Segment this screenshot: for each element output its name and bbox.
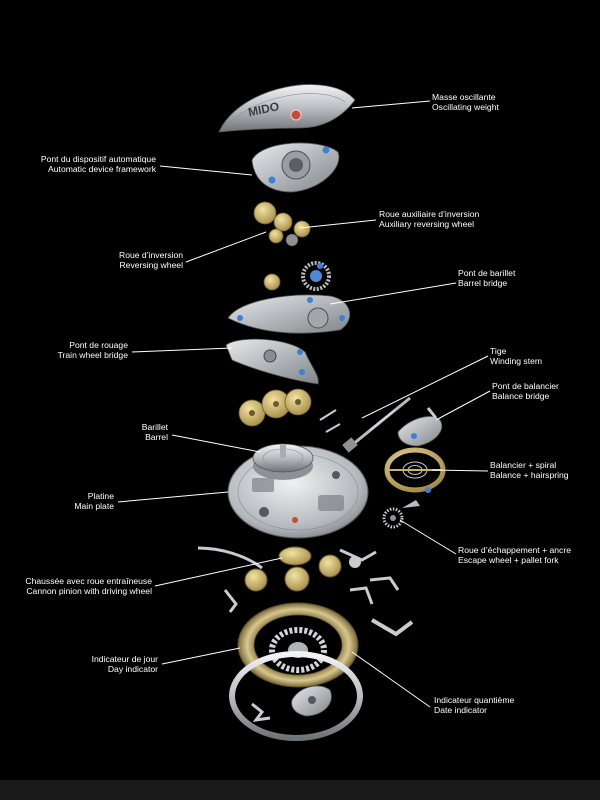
balance-hairspring bbox=[384, 447, 446, 493]
footer-bar bbox=[0, 780, 600, 800]
automatic-framework-en: Automatic device framework bbox=[48, 164, 157, 174]
reversing-wheel-fr: Roue d’inversion bbox=[119, 250, 183, 260]
train-wheel-bridge-en: Train wheel bridge bbox=[58, 350, 129, 360]
date-indicator-fr: Indicateur quantième bbox=[434, 695, 514, 705]
main-plate-en: Main plate bbox=[74, 501, 114, 511]
train-wheels bbox=[238, 388, 341, 433]
barrel-bridge-en: Barrel bridge bbox=[458, 278, 507, 288]
barrel-fr: Barillet bbox=[142, 422, 169, 432]
escape-wheel-pallet-fork bbox=[382, 500, 420, 529]
balance-bridge-fr: Pont de balancier bbox=[492, 381, 559, 391]
oscillating-weight-fr: Masse oscillante bbox=[432, 92, 496, 102]
balance-hairspring-en: Balance + hairspring bbox=[490, 470, 569, 480]
barrel-en: Barrel bbox=[145, 432, 168, 442]
reversing-wheels bbox=[253, 201, 311, 247]
reversing-wheel-en: Reversing wheel bbox=[119, 260, 183, 270]
escape-wheel-fr: Roue d’échappement + ancre bbox=[458, 545, 571, 555]
auxiliary-reversing-fr: Roue auxiliaire d’inversion bbox=[379, 209, 480, 219]
date-indicator bbox=[229, 651, 363, 741]
winding-stem-fr: Tige bbox=[490, 346, 507, 356]
day-indicator-fr: Indicateur de jour bbox=[92, 654, 159, 664]
cannon-pinion-en: Cannon pinion with driving wheel bbox=[26, 586, 152, 596]
escape-wheel-en: Escape wheel + pallet fork bbox=[458, 555, 559, 565]
day-indicator-en: Day indicator bbox=[108, 664, 158, 674]
train-wheel-bridge bbox=[225, 338, 319, 385]
barrel-bridge-fr: Pont de barillet bbox=[458, 268, 516, 278]
day-indicator bbox=[237, 602, 359, 688]
balance-hairspring-fr: Balancier + spiral bbox=[490, 460, 556, 470]
exploded-movement-diagram: MIDO bbox=[25, 84, 572, 741]
leader-lines bbox=[117, 100, 491, 708]
train-wheel-bridge-fr: Pont de rouage bbox=[69, 340, 128, 350]
oscillating-weight-en: Oscillating weight bbox=[432, 102, 499, 112]
balance-bridge-en: Balance bridge bbox=[492, 391, 550, 401]
winding-stem bbox=[342, 396, 411, 453]
date-indicator-en: Date indicator bbox=[434, 705, 487, 715]
oscillating-weight: MIDO bbox=[218, 84, 356, 133]
barrel-bridge bbox=[227, 294, 351, 334]
auxiliary-reversing-en: Auxiliary reversing wheel bbox=[379, 219, 474, 229]
balance-bridge bbox=[397, 407, 443, 447]
rotor-logo: MIDO bbox=[247, 99, 281, 119]
cannon-pinion-driving-wheel bbox=[197, 546, 414, 637]
automatic-device-framework bbox=[251, 142, 340, 193]
winding-stem-en: Winding stem bbox=[490, 356, 542, 366]
ratchet-wheels bbox=[263, 261, 331, 291]
automatic-framework-fr: Pont du dispositif automatique bbox=[41, 154, 156, 164]
barrel bbox=[252, 443, 314, 480]
cannon-pinion-fr: Chaussée avec roue entraîneuse bbox=[25, 576, 152, 586]
main-plate-fr: Platine bbox=[88, 491, 114, 501]
